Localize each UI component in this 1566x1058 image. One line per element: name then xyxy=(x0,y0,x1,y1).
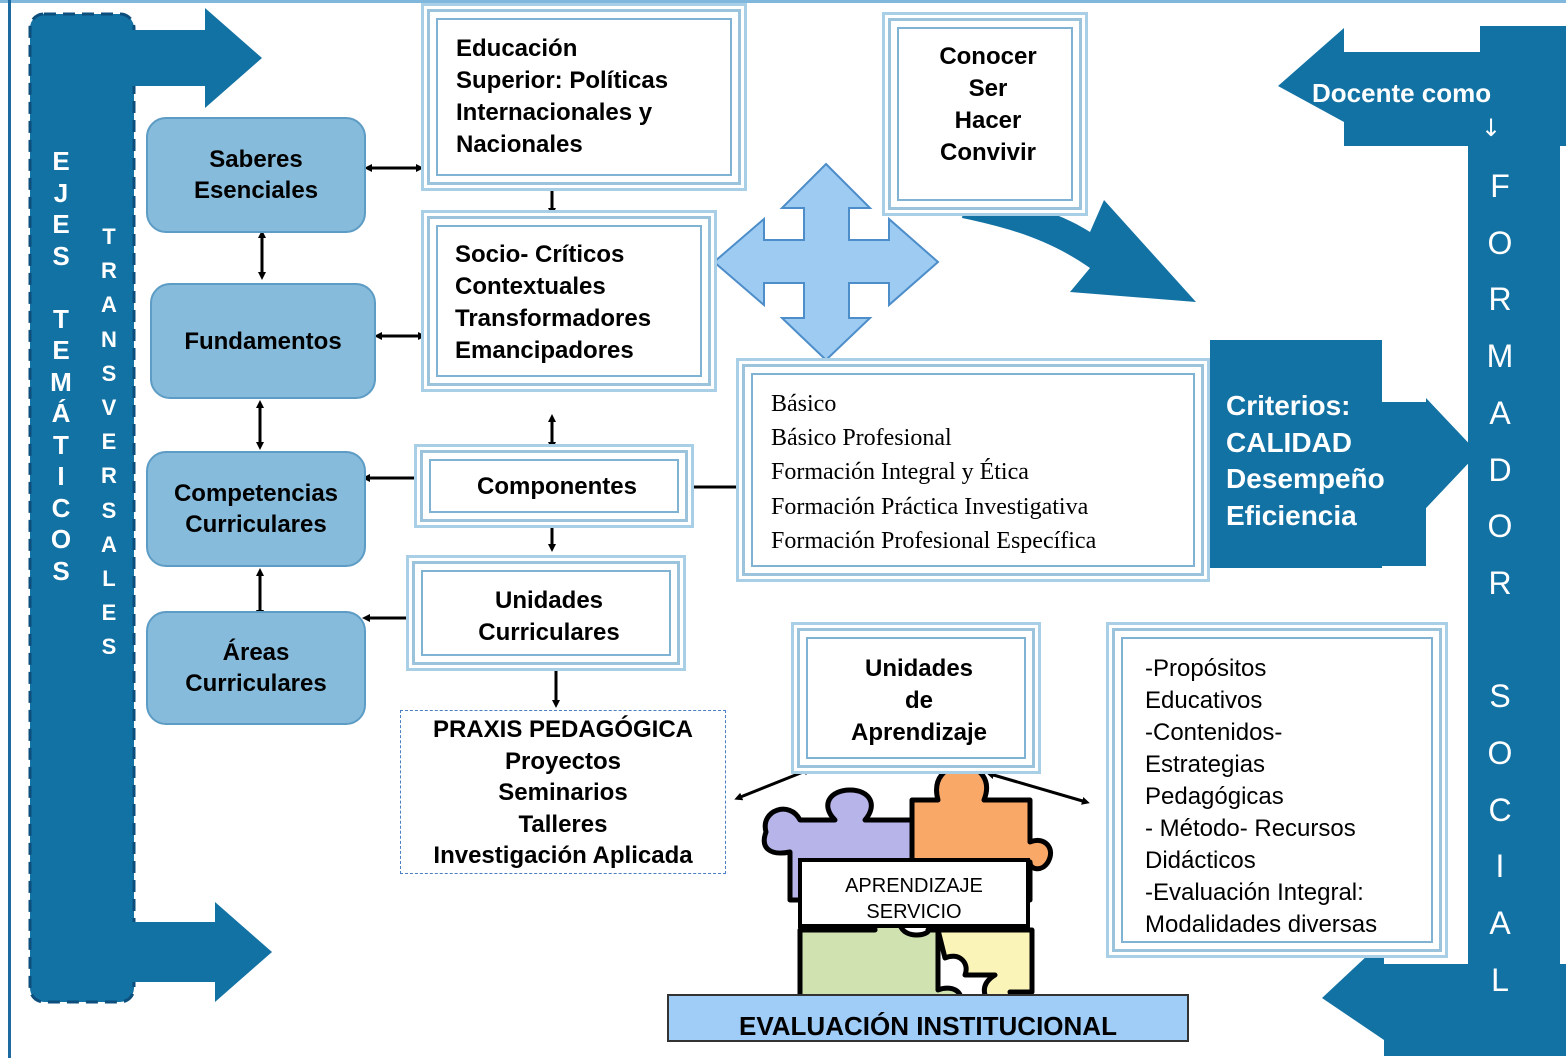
saberes-esenciales-box: Saberes Esenciales xyxy=(146,117,366,233)
criterios-text: Criterios: CALIDAD Desempeño Eficiencia xyxy=(1226,390,1385,531)
evaluacion-bar xyxy=(667,994,1189,1042)
docente-como-text: Docente como xyxy=(1312,78,1492,108)
unidades-aprendizaje-frame: Unidades de Aprendizaje xyxy=(797,628,1035,768)
curved-arrow xyxy=(962,194,1196,302)
bottom-right-arrow xyxy=(1322,940,1566,1056)
componentes-frame: Componentes xyxy=(420,450,688,522)
transversales-text: T R A N S V E R S A L E S xyxy=(101,224,117,660)
top-border-line xyxy=(0,0,1566,3)
aprendizaje-servicio-text: APRENDIZAJE SERVICIO xyxy=(845,875,983,919)
down-arrow-icon: ↓ xyxy=(1481,114,1502,142)
formador-social-text: F O R M A D O R S O C I A L xyxy=(1486,168,1514,998)
educacion-superior-text: Educación Superior: Políticas Internacio… xyxy=(456,35,669,158)
unidades-curriculares-text: Unidades Curriculares xyxy=(478,587,620,646)
four-way-arrow xyxy=(712,162,940,362)
criterios-tip xyxy=(1380,398,1478,508)
socio-criticos-text: Socio- Críticos Contextuales Transformad… xyxy=(455,241,652,364)
left-border-line xyxy=(8,0,11,1058)
formador-column xyxy=(1468,142,1560,994)
componentes-text: Componentes xyxy=(476,473,637,500)
unidades-curriculares-frame: Unidades Curriculares xyxy=(412,561,680,665)
educacion-superior-frame: Educación Superior: Políticas Internacio… xyxy=(427,9,741,185)
criterios-body xyxy=(1210,340,1382,568)
conocer-frame: Conocer Ser Hacer Convivir xyxy=(888,18,1082,210)
components-list-frame: Básico Básico Profesional Formación Inte… xyxy=(742,364,1204,576)
areas-curriculares-box: Áreas Curriculares xyxy=(146,611,366,725)
praxis-text: PRAXIS PEDAGÓGICA Proyectos Seminarios T… xyxy=(432,716,694,869)
top-left-arrow xyxy=(130,8,262,108)
ejes-bar xyxy=(28,12,136,1004)
bottom-left-arrow xyxy=(130,902,272,1002)
praxis-box xyxy=(400,710,726,874)
conocer-text: Conocer Ser Hacer Convivir xyxy=(939,43,1037,166)
unidades-aprendizaje-text: Unidades de Aprendizaje xyxy=(850,655,988,746)
fundamentos-box: Fundamentos xyxy=(150,283,376,399)
propositos-frame: -Propósitos Educativos -Contenidos- Estr… xyxy=(1112,628,1442,952)
components-list-text: Básico Básico Profesional Formación Inte… xyxy=(771,391,1097,554)
aprendizaje-servicio-box xyxy=(798,858,1030,928)
docente-arrow xyxy=(1278,26,1566,146)
evaluacion-institucional-text: EVALUACIÓN INSTITUCIONAL xyxy=(739,1011,1117,1040)
ejes-tematicos-text: E J E S T E M Á T I C O S xyxy=(50,146,72,586)
competencias-curriculares-box: Competencias Curriculares xyxy=(146,451,366,567)
connector-arrows xyxy=(256,164,1090,805)
propositos-text: -Propósitos Educativos -Contenidos- Estr… xyxy=(1145,655,1378,938)
socio-criticos-frame: Socio- Críticos Contextuales Transformad… xyxy=(427,216,711,386)
